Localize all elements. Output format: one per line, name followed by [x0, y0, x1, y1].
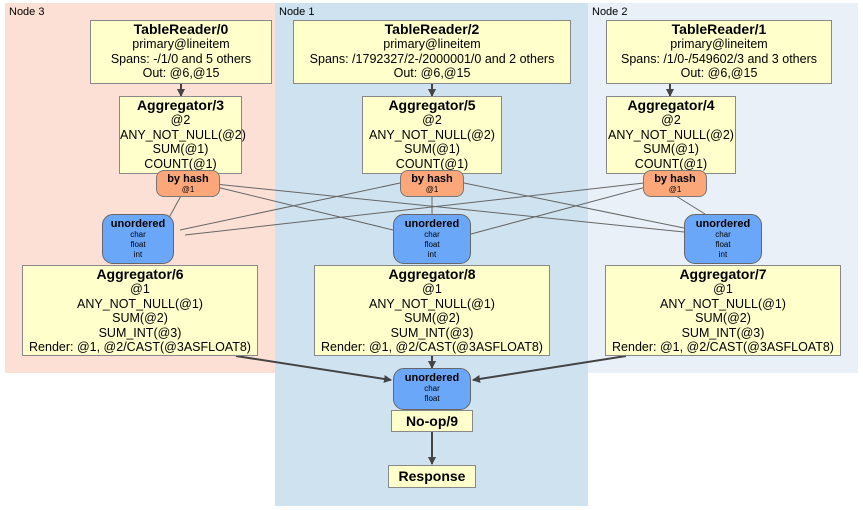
- unordered-sync-8-type: int: [427, 250, 437, 259]
- aggregator-5-line: SUM(@1): [404, 142, 460, 156]
- aggregator-6-title: Aggregator/6: [96, 266, 184, 282]
- aggregator-8[interactable]: Aggregator/8 @1 ANY_NOT_NULL(@1) SUM(@2)…: [314, 265, 550, 356]
- aggregator-4-line: SUM(@1): [643, 142, 699, 156]
- hash-router-3-title: by hash: [167, 173, 209, 185]
- unordered-sync-6-type: float: [130, 240, 146, 249]
- aggregator-7-line: @1: [713, 282, 733, 296]
- aggregator-3-line: ANY_NOT_NULL(@2): [120, 127, 246, 142]
- unordered-sync-final-title: unordered: [404, 372, 460, 384]
- unordered-sync-final-type: float: [424, 394, 440, 403]
- table-reader-1-line: primary@lineitem: [670, 37, 768, 51]
- hash-router-4[interactable]: by hash @1: [643, 170, 707, 197]
- aggregator-8-line: SUM_INT(@3): [390, 325, 474, 340]
- aggregator-4-line: @2: [661, 113, 681, 127]
- table-reader-0-title: TableReader/0: [133, 21, 229, 37]
- unordered-sync-6-type: int: [133, 250, 143, 259]
- unordered-sync-6-title: unordered: [110, 218, 166, 230]
- aggregator-6-line: SUM_INT(@3): [98, 325, 182, 340]
- aggregator-3-title: Aggregator/3: [136, 97, 225, 113]
- table-reader-0-line: Spans: -/1/0 and 5 others: [110, 51, 252, 66]
- unordered-sync-6-type: char: [130, 230, 146, 239]
- aggregator-5-line: ANY_NOT_NULL(@2): [369, 127, 495, 142]
- aggregator-4[interactable]: Aggregator/4 @2 ANY_NOT_NULL(@2) SUM(@1)…: [606, 96, 736, 174]
- aggregator-3-line: @2: [170, 113, 191, 127]
- aggregator-5-line: @2: [422, 113, 442, 127]
- hash-router-4-column: @1: [668, 185, 682, 194]
- unordered-sync-7-type: float: [715, 240, 731, 249]
- aggregator-6-line: SUM(@2): [112, 311, 168, 325]
- noop-9-title: No-op/9: [405, 413, 459, 429]
- unordered-sync-7-type: int: [718, 250, 728, 259]
- table-reader-1-title: TableReader/1: [671, 21, 767, 37]
- aggregator-7-title: Aggregator/7: [679, 266, 767, 282]
- hash-router-4-title: by hash: [654, 173, 696, 185]
- table-reader-0-line: primary@lineitem: [132, 37, 230, 51]
- aggregator-4-title: Aggregator/4: [627, 97, 715, 113]
- table-reader-2-line: Spans: /1792327/2-/2000001/0 and 2 other…: [309, 51, 555, 66]
- unordered-sync-7-type: char: [715, 230, 731, 239]
- table-reader-2[interactable]: TableReader/2 primary@lineitem Spans: /1…: [293, 20, 571, 84]
- table-reader-0[interactable]: TableReader/0 primary@lineitem Spans: -/…: [90, 20, 272, 84]
- table-reader-1-line: Spans: /1/0-/549602/3 and 3 others: [621, 51, 817, 66]
- aggregator-5-line: COUNT(@1): [395, 156, 469, 171]
- hash-router-5[interactable]: by hash @1: [400, 170, 464, 197]
- aggregator-3-line: COUNT(@1): [144, 156, 217, 171]
- node-2-label: Node 2: [592, 6, 628, 18]
- unordered-sync-final-type: char: [424, 384, 440, 393]
- hash-router-3-column: @1: [181, 185, 195, 194]
- aggregator-7-line: ANY_NOT_NULL(@1): [660, 296, 786, 311]
- aggregator-8-line: ANY_NOT_NULL(@1): [369, 296, 495, 311]
- response-title: Response: [398, 468, 466, 484]
- unordered-sync-8-title: unordered: [404, 218, 460, 230]
- aggregator-7-line: Render: @1, @2/CAST(@3ASFLOAT8): [612, 340, 834, 354]
- aggregator-7-line: SUM(@2): [695, 311, 751, 325]
- hash-router-3[interactable]: by hash @1: [156, 170, 220, 197]
- unordered-sync-8-type: char: [424, 230, 440, 239]
- table-reader-1-line: Out: @6,@15: [680, 66, 758, 80]
- aggregator-6-line: ANY_NOT_NULL(@1): [77, 296, 203, 311]
- unordered-sync-6[interactable]: unordered char float int: [102, 214, 174, 264]
- table-reader-1[interactable]: TableReader/1 primary@lineitem Spans: /1…: [606, 20, 832, 84]
- aggregator-8-line: Render: @1, @2/CAST(@3ASFLOAT8): [321, 340, 543, 354]
- aggregator-7-line: SUM_INT(@3): [681, 325, 765, 340]
- hash-router-5-column: @1: [425, 185, 439, 194]
- aggregator-6-line: @1: [130, 282, 150, 296]
- table-reader-0-line: Out: @6,@15: [142, 66, 220, 80]
- table-reader-2-line: Out: @6,@15: [393, 66, 471, 80]
- aggregator-4-line: COUNT(@1): [634, 156, 708, 171]
- aggregator-6-line: Render: @1, @2/CAST(@3ASFLOAT8): [29, 340, 251, 354]
- aggregator-3-line: SUM(@1): [152, 142, 209, 156]
- node-1-label: Node 1: [279, 6, 315, 18]
- aggregator-6[interactable]: Aggregator/6 @1 ANY_NOT_NULL(@1) SUM(@2)…: [22, 265, 258, 356]
- aggregator-7[interactable]: Aggregator/7 @1 ANY_NOT_NULL(@1) SUM(@2)…: [605, 265, 841, 356]
- unordered-sync-8[interactable]: unordered char float int: [393, 214, 471, 264]
- aggregator-4-line: ANY_NOT_NULL(@2): [608, 127, 734, 142]
- aggregator-5-title: Aggregator/5: [388, 97, 476, 113]
- unordered-sync-final[interactable]: unordered char float: [393, 368, 471, 410]
- node-3-label: Node 3: [9, 6, 45, 18]
- table-reader-2-title: TableReader/2: [384, 21, 480, 37]
- unordered-sync-7-title: unordered: [695, 218, 751, 230]
- unordered-sync-8-type: float: [424, 240, 440, 249]
- noop-9[interactable]: No-op/9: [391, 410, 473, 432]
- response[interactable]: Response: [388, 465, 476, 488]
- table-reader-2-line: primary@lineitem: [383, 37, 481, 51]
- aggregator-3[interactable]: Aggregator/3 @2 ANY_NOT_NULL(@2) SUM(@1)…: [119, 96, 246, 174]
- aggregator-5[interactable]: Aggregator/5 @2 ANY_NOT_NULL(@2) SUM(@1)…: [362, 96, 502, 174]
- aggregator-8-line: SUM(@2): [404, 311, 460, 325]
- unordered-sync-7[interactable]: unordered char float int: [684, 214, 762, 264]
- aggregator-8-title: Aggregator/8: [388, 266, 476, 282]
- aggregator-8-line: @1: [422, 282, 442, 296]
- hash-router-5-title: by hash: [411, 173, 453, 185]
